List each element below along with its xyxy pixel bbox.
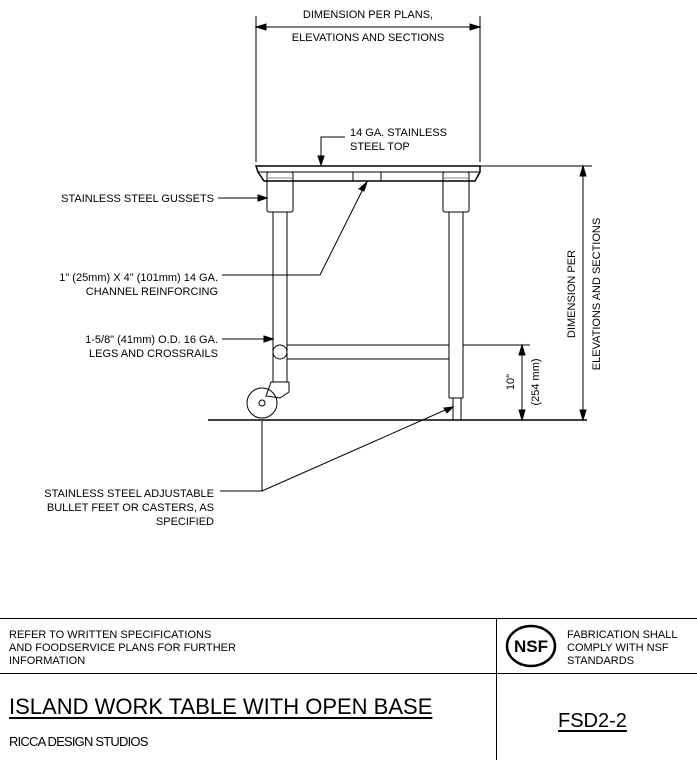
caster-fork (265, 381, 290, 399)
label-legs-1: 1-5/8" (41mm) O.D. 16 GA. (85, 334, 218, 346)
label-channel-2: CHANNEL REINFORCING (86, 286, 218, 298)
leader-top (320, 136, 345, 163)
gusset-right (442, 171, 470, 213)
leader-feet (220, 421, 263, 492)
label-dim-top-1: DIMENSION PER PLANS, (303, 9, 433, 21)
label-dim-side-1: DIMENSION PER (566, 250, 578, 338)
label-height-in: 10" (505, 374, 517, 390)
sheet-code: FSD2-2 (558, 710, 627, 732)
table-drawing: DIMENSION PER PLANS, ELEVATIONS AND SECT… (44, 9, 603, 528)
label-height-mm: (254 mm) (530, 358, 542, 405)
table-top (254, 165, 481, 182)
divider-middle (0, 673, 697, 674)
note-nsf-compliance: FABRICATION SHALL COMPLY WITH NSF STANDA… (567, 629, 678, 667)
leader-channel (222, 182, 367, 276)
label-gussets: STAINLESS STEEL GUSSETS (61, 193, 214, 205)
label-channel-1: 1" (25mm) X 4" (101mm) 14 GA. (59, 272, 218, 284)
drawing-title: ISLAND WORK TABLE WITH OPEN BASE (9, 694, 433, 719)
dim-arrow-left (254, 23, 267, 31)
label-top-2: STEEL TOP (350, 141, 410, 153)
gusset-left (266, 171, 294, 213)
label-feet-2: BULLET FEET OR CASTERS, AS (47, 502, 214, 514)
label-feet-1: STAINLESS STEEL ADJUSTABLE (44, 488, 214, 500)
nsf-logo: NSF (505, 624, 557, 668)
nsf-logo-text: NSF (514, 637, 548, 656)
label-legs-2: LEGS AND CROSSRAILS (89, 348, 218, 360)
label-top-1: 14 GA. STAINLESS (350, 127, 447, 139)
divider-vertical (496, 618, 497, 760)
channel-reinforcing (352, 171, 382, 182)
caster-wheel (246, 387, 278, 419)
note-specifications: REFER TO WRITTEN SPECIFICATIONS AND FOOD… (9, 629, 236, 667)
bullet-foot (452, 397, 462, 421)
label-dim-side-2: ELEVATIONS AND SECTIONS (591, 218, 603, 370)
crossrail-end (272, 344, 288, 360)
dim-arrow-right (469, 23, 482, 31)
label-dim-top-2: ELEVATIONS AND SECTIONS (292, 32, 444, 44)
divider-top (0, 618, 697, 619)
label-feet-3: SPECIFIED (156, 516, 214, 528)
firm-name: RICCA DESIGN STUDIOS (9, 734, 148, 749)
